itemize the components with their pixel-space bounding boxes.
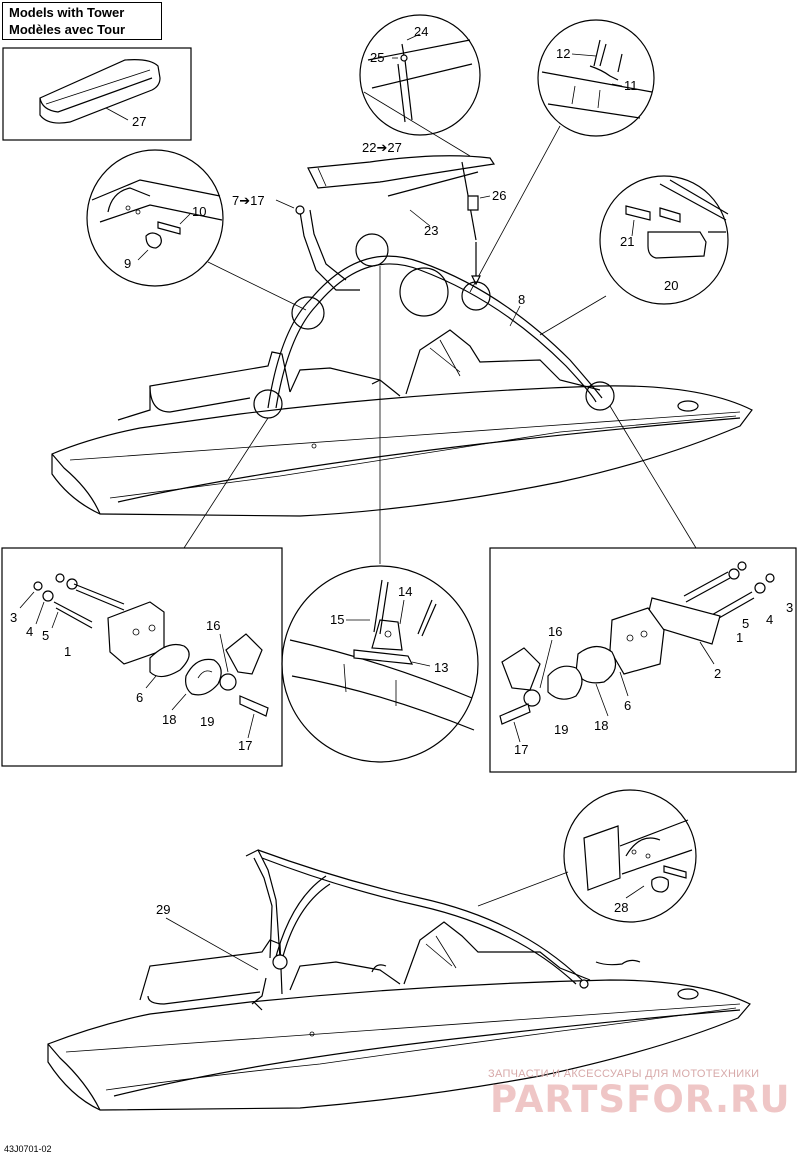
label-22-27: 22➔27 [362,140,402,155]
label-8: 8 [518,292,525,307]
label-19-right: 19 [554,722,568,737]
label-5-right: 5 [742,616,749,631]
detail-circle-28: 28 [477,789,697,923]
detail-circle-20-21: 21 20 [539,175,729,336]
label-20: 20 [664,278,678,293]
upper-boat-drawing: 7➔17 8 [51,193,753,564]
label-18-right: 18 [594,718,608,733]
title-english: Models with Tower [9,5,125,20]
label-10: 10 [192,204,206,219]
label-16-left: 16 [206,618,220,633]
detail-circle-13-14-15: 14 15 13 [281,565,479,763]
label-3-left: 3 [10,610,17,625]
label-18-left: 18 [162,712,176,727]
label-15: 15 [330,612,344,627]
label-7-17: 7➔17 [232,193,265,208]
diagram-title: Models with Tower Modèles avec Tour [2,2,162,40]
label-13: 13 [434,660,448,675]
label-17-right: 17 [514,742,528,757]
label-16-right: 16 [548,624,562,639]
label-9: 9 [124,256,131,271]
label-12: 12 [556,46,570,61]
label-5-left: 5 [42,628,49,643]
bimini-parts: 22➔27 26 23 [307,140,506,286]
watermark-logo: PARTSFOR.RU [490,1078,791,1121]
label-4-right: 4 [766,612,773,627]
label-3-right: 3 [786,600,793,615]
port-mount-detail-box: 3 4 5 1 6 16 18 19 17 [1,547,283,767]
detail-circle-11-12: 12 11 [537,19,655,137]
label-4-left: 4 [26,624,33,639]
label-2: 2 [714,666,721,681]
label-27-cushion: 27 [132,114,146,129]
label-23: 23 [424,223,438,238]
label-1-left: 1 [64,644,71,659]
label-21: 21 [620,234,634,249]
watermark-tagline: ЗАПЧАСТИ И АКСЕССУАРЫ ДЛЯ МОТОТЕХНИКИ [488,1068,760,1080]
lower-boat-drawing: 29 [47,849,751,1111]
label-29: 29 [156,902,170,917]
label-17-left: 17 [238,738,252,753]
label-6-right: 6 [624,698,631,713]
label-19-left: 19 [200,714,214,729]
cushion-detail-box: 27 [2,47,192,141]
label-6-left: 6 [136,690,143,705]
label-11: 11 [624,78,638,93]
label-24: 24 [414,24,428,39]
starboard-mount-detail-box: 3 4 5 1 2 6 16 18 19 17 [489,547,797,773]
title-french: Modèles avec Tour [9,22,126,37]
figure-code: 43J0701-02 [4,1144,52,1154]
detail-circle-24-25: 24 25 [359,14,481,136]
label-26: 26 [492,188,506,203]
label-1-right: 1 [736,630,743,645]
label-14: 14 [398,584,412,599]
detail-circle-9-10: 10 9 [86,149,307,311]
label-25: 25 [370,50,384,65]
label-28: 28 [614,900,628,915]
